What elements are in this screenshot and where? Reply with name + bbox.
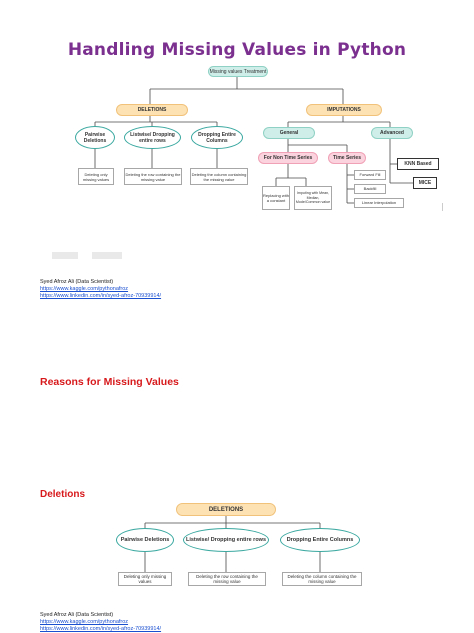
linkedin-link[interactable]: https://www.linkedin.com/in/syed-afroz-7…	[40, 293, 162, 299]
placeholder-bar	[92, 252, 122, 259]
kaggle-link[interactable]: https://www.kaggle.com/pythonafroz	[40, 286, 129, 292]
desc-listwise: Deleting the row containing the missing …	[124, 168, 182, 185]
box-linear-interpolation: Linear Interpolation	[354, 198, 404, 208]
d2-node-dropping-columns: Dropping Entire Columns	[280, 528, 360, 552]
kaggle-link[interactable]: https://www.kaggle.com/pythonafroz	[40, 619, 129, 625]
placeholder-bar	[52, 252, 78, 259]
box-backfill: Backfill	[354, 184, 386, 194]
d2-node-listwise: Listwise/ Dropping entire rows	[183, 528, 269, 552]
box-replacing-constant: Replacing with a constant	[262, 186, 290, 210]
author-block-2: Syed Afroz Ali (Data Scientist) https://…	[40, 612, 161, 633]
author-name: Syed Afroz Ali (Data Scientist)	[40, 612, 114, 618]
author-block: Syed Afroz Ali (Data Scientist) https://…	[40, 279, 161, 300]
heading-deletions: Deletions	[40, 489, 86, 500]
author-name: Syed Afroz Ali (Data Scientist)	[40, 279, 114, 285]
node-listwise: Listwise/ Dropping entire rows	[124, 126, 181, 149]
node-general: General	[263, 127, 315, 139]
d2-node-pairwise: Pairwise Deletions	[116, 528, 174, 552]
box-forward-fill: Forward Fill	[354, 170, 386, 180]
box-knn-based: KNN Based	[397, 158, 439, 170]
node-pairwise-deletions: Pairwise Deletions	[75, 126, 115, 149]
desc-columns: Deleting the column containing the missi…	[190, 168, 248, 185]
d2-desc-columns: Deleting the column containing the missi…	[282, 572, 362, 586]
node-time-series: Time Series	[328, 152, 366, 164]
d2-root-deletions: DELETIONS	[176, 503, 276, 516]
d2-desc-listwise: Deleting the row containing the missing …	[188, 572, 266, 586]
d2-desc-pairwise: Deleting only missing values	[118, 572, 172, 586]
root-node-missing-values-treatment: Missing values Treatment	[208, 66, 268, 77]
linkedin-link[interactable]: https://www.linkedin.com/in/syed-afroz-7…	[40, 626, 162, 632]
divider-mark	[442, 203, 443, 211]
desc-pairwise: Deleting only missing values	[78, 168, 114, 185]
node-non-time-series: For Non Time Series	[258, 152, 318, 164]
node-deletions: DELETIONS	[116, 104, 188, 116]
box-mice: MICE	[413, 177, 437, 189]
box-replacing-stats: Imputing with Mean, Median, Mode/Common …	[294, 186, 332, 210]
node-imputations: IMPUTATIONS	[306, 104, 382, 116]
heading-reasons-missing-values: Reasons for Missing Values	[40, 376, 179, 388]
node-advanced: Advanced	[371, 127, 413, 139]
node-dropping-entire-columns: Dropping Entire Columns	[191, 126, 243, 149]
page-title: Handling Missing Values in Python	[67, 40, 407, 60]
